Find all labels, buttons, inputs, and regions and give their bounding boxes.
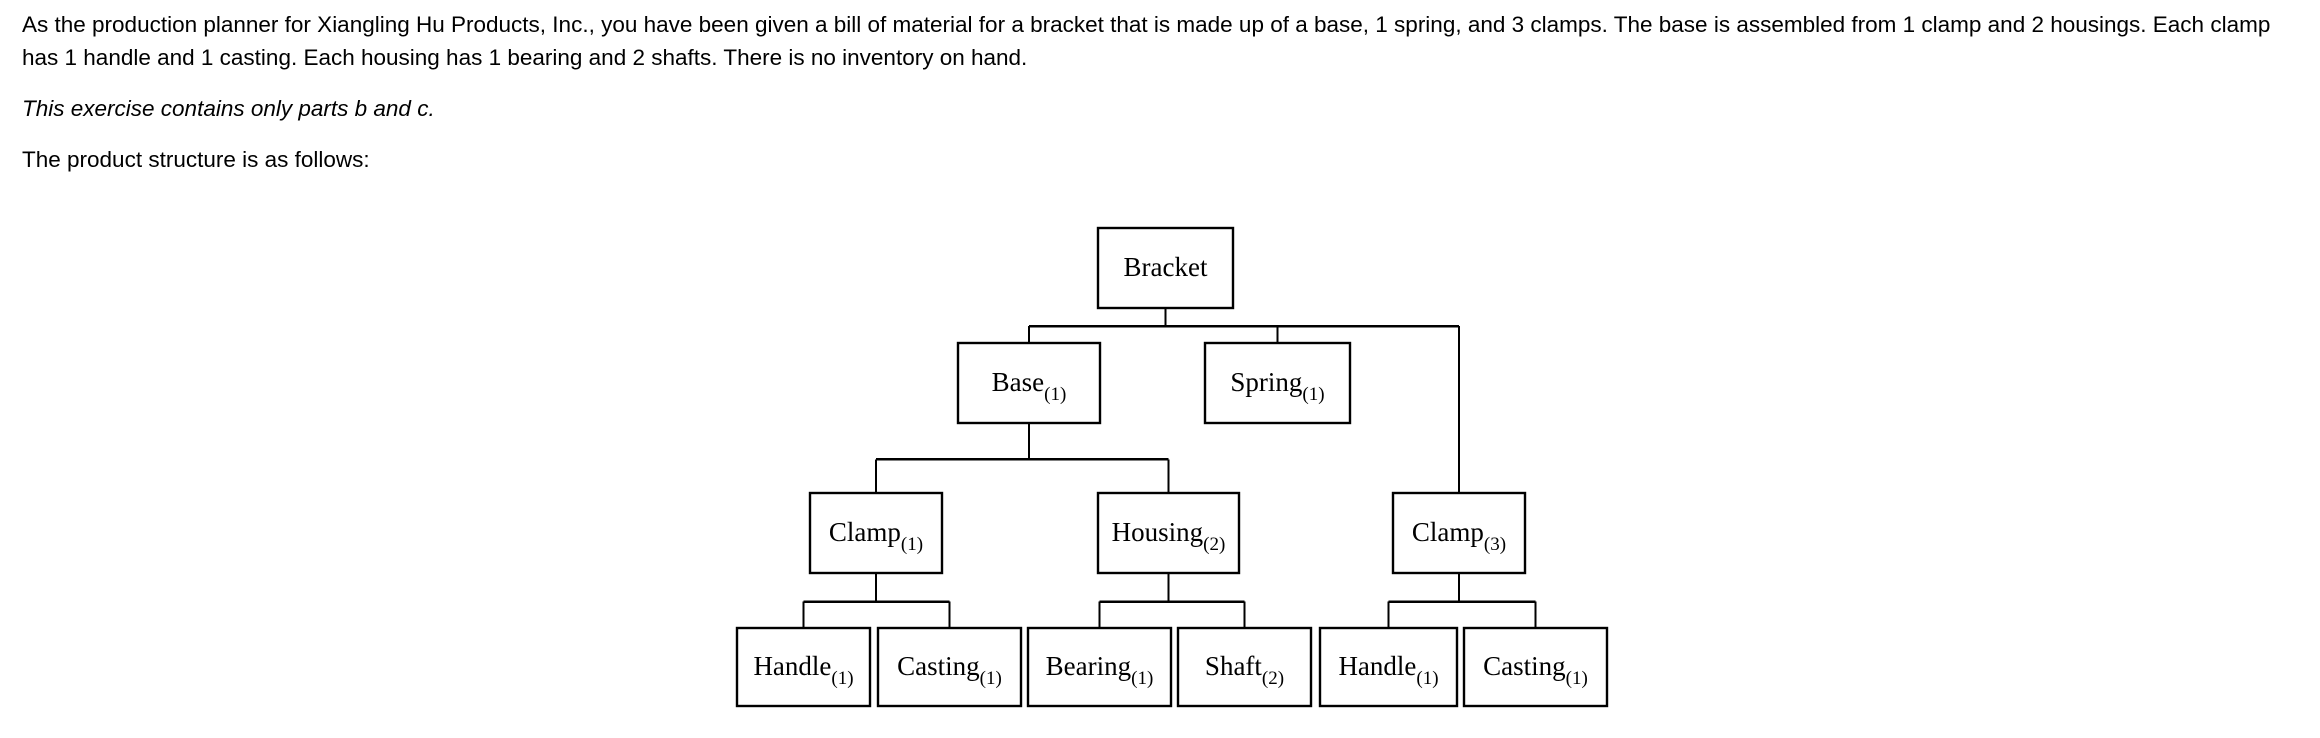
node-qty-clamp1: (1): [901, 534, 923, 555]
node-qty-handle2: (1): [1416, 668, 1438, 689]
node-box-clamp1: [808, 491, 944, 575]
node-name-casting2: Casting: [1483, 651, 1566, 681]
node-label-shaft: Shaft(2): [1205, 651, 1284, 689]
node-name-handle2: Handle: [1338, 651, 1416, 681]
node-label-casting1: Casting(1): [897, 651, 1002, 689]
node-qty-casting2: (1): [1566, 668, 1588, 689]
tree-node-bearing[interactable]: Bearing(1): [1026, 626, 1173, 708]
node-name-bearing: Bearing: [1046, 651, 1131, 681]
node-qty-handle1: (1): [831, 668, 853, 689]
node-label-clamp3: Clamp(3): [1412, 517, 1506, 555]
structure-lead-paragraph: The product structure is as follows:: [22, 147, 370, 172]
node-label-bracket: Bracket: [1124, 252, 1208, 282]
node-name-casting1: Casting: [897, 651, 980, 681]
node-box-bearing: [1026, 626, 1173, 708]
node-label-handle1: Handle(1): [753, 651, 853, 689]
tree-node-clamp3[interactable]: Clamp(3): [1391, 491, 1527, 575]
node-qty-bearing: (1): [1131, 668, 1153, 689]
tree-node-casting1[interactable]: Casting(1): [876, 626, 1023, 708]
product-structure-tree: BracketBase(1)Spring(1)Clamp(1)Housing(2…: [735, 226, 1609, 708]
node-box-shaft: [1176, 626, 1313, 708]
node-box-base: [956, 341, 1102, 425]
node-qty-clamp3: (3): [1484, 534, 1506, 555]
tree-node-handle1[interactable]: Handle(1): [735, 626, 872, 708]
tree-node-handle2[interactable]: Handle(1): [1318, 626, 1459, 708]
node-name-clamp1: Clamp: [829, 517, 901, 547]
node-label-clamp1: Clamp(1): [829, 517, 923, 555]
tree-node-layer: BracketBase(1)Spring(1)Clamp(1)Housing(2…: [735, 226, 1609, 708]
tree-node-casting2[interactable]: Casting(1): [1462, 626, 1609, 708]
node-label-casting2: Casting(1): [1483, 651, 1588, 689]
node-label-handle2: Handle(1): [1338, 651, 1438, 689]
node-box-spring: [1203, 341, 1352, 425]
node-name-spring: Spring: [1230, 367, 1302, 397]
node-name-handle1: Handle: [753, 651, 831, 681]
node-label-housing: Housing(2): [1112, 517, 1226, 555]
node-qty-housing: (2): [1203, 534, 1225, 555]
node-qty-spring: (1): [1302, 384, 1324, 405]
node-label-base: Base(1): [992, 367, 1067, 405]
node-box-casting2: [1462, 626, 1609, 708]
node-label-bearing: Bearing(1): [1046, 651, 1154, 689]
node-box-clamp3: [1391, 491, 1527, 575]
node-label-spring: Spring(1): [1230, 367, 1324, 405]
node-name-shaft: Shaft: [1205, 651, 1262, 681]
node-box-bracket: [1096, 226, 1235, 310]
tree-node-housing[interactable]: Housing(2): [1096, 491, 1241, 575]
tree-node-clamp1[interactable]: Clamp(1): [808, 491, 944, 575]
tree-edge-layer: [802, 308, 1537, 628]
node-box-handle1: [735, 626, 872, 708]
tree-node-base[interactable]: Base(1): [956, 341, 1102, 425]
node-qty-shaft: (2): [1262, 668, 1284, 689]
node-box-handle2: [1318, 626, 1459, 708]
node-name-base: Base: [992, 367, 1045, 397]
tree-node-shaft[interactable]: Shaft(2): [1176, 626, 1313, 708]
node-qty-base: (1): [1044, 384, 1066, 405]
node-box-casting1: [876, 626, 1023, 708]
problem-statement: As the production planner for Xiangling …: [22, 8, 2298, 192]
node-name-bracket: Bracket: [1124, 252, 1208, 282]
tree-node-bracket[interactable]: Bracket: [1096, 226, 1235, 310]
node-box-housing: [1096, 491, 1241, 575]
node-name-housing: Housing: [1112, 517, 1204, 547]
node-name-clamp3: Clamp: [1412, 517, 1484, 547]
scope-note-paragraph: This exercise contains only parts b and …: [22, 96, 435, 121]
intro-paragraph: As the production planner for Xiangling …: [22, 12, 2271, 70]
node-qty-casting1: (1): [980, 668, 1002, 689]
tree-node-spring[interactable]: Spring(1): [1203, 341, 1352, 425]
